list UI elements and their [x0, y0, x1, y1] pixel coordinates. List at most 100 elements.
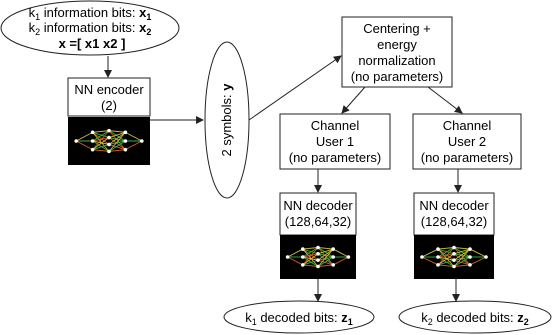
network-edge: [453, 247, 471, 250]
network-edge: [317, 248, 334, 267]
network-edge: [108, 131, 126, 145]
network-edge: [421, 248, 439, 258]
network-node: [123, 147, 128, 152]
network-edge: [75, 131, 93, 142]
network-node: [436, 263, 440, 267]
network-edge: [108, 140, 126, 152]
output-2-label: k2 decoded bits: z2: [421, 310, 529, 327]
arrow-symbols-to-normalization: [248, 55, 342, 121]
symbols-ellipse: 2 symbols: y: [204, 41, 250, 199]
network-node: [436, 255, 440, 259]
network-edge: [421, 256, 439, 266]
normalization-line-1: Centering +: [363, 21, 431, 36]
arrow-normalization-to-channel-2: [427, 86, 463, 114]
network-edge: [92, 144, 110, 151]
channel-1-line-2: User 1: [316, 134, 354, 149]
network-edge: [302, 247, 319, 258]
network-node: [452, 264, 456, 269]
input-ellipse: k1 information bits: x1 k2 information b…: [0, 0, 180, 56]
network-edge: [453, 248, 471, 267]
network-edge: [287, 248, 304, 258]
network-edge: [92, 130, 110, 150]
network-edge: [453, 247, 471, 258]
network-node: [140, 139, 144, 143]
network-edge: [317, 248, 334, 255]
network-node: [90, 139, 95, 143]
decoder-2-network-image: [414, 235, 494, 279]
network-edge: [302, 248, 319, 267]
network-edge: [317, 248, 334, 261]
output-2-ellipse: k2 decoded bits: z2: [398, 300, 552, 334]
network-edge: [317, 247, 334, 258]
network-edge: [302, 256, 319, 261]
network-edge: [317, 256, 334, 261]
network-edge: [437, 248, 455, 267]
network-edge: [92, 149, 110, 152]
network-edge: [437, 247, 455, 258]
network-node: [331, 255, 336, 259]
network-node: [285, 255, 290, 259]
network-edge: [108, 149, 126, 152]
network-node: [452, 258, 456, 262]
network-node: [468, 263, 472, 267]
decoder-1-box: NN decoder (128,64,32): [279, 192, 357, 236]
decoder-1-network-image: [280, 235, 356, 279]
encoder-network-image: [68, 117, 150, 165]
network-edge: [437, 264, 455, 267]
network-edge: [317, 253, 334, 266]
network-edge: [437, 256, 455, 267]
channel-2-box: Channel User 2 (no parameters): [412, 113, 522, 170]
network-node: [301, 247, 305, 251]
network-node: [301, 263, 305, 267]
network-edge: [437, 248, 455, 261]
encoder-box: NN encoder (2): [67, 77, 151, 117]
network-edge: [317, 253, 334, 258]
network-edge: [302, 247, 319, 266]
network-edge: [317, 247, 334, 250]
network-edge: [437, 253, 455, 258]
network-node: [301, 255, 305, 259]
network-edge: [287, 256, 304, 266]
decoder-2-box: NN decoder (128,64,32): [413, 192, 495, 236]
network-edge: [437, 248, 455, 255]
network-edge: [108, 130, 126, 142]
network-node: [346, 255, 351, 259]
decoder-2-title: NN decoder: [419, 198, 489, 213]
network-edge: [437, 247, 455, 250]
network-edge: [302, 253, 319, 266]
channel-1-line-3: (no parameters): [289, 150, 381, 165]
network-edge: [302, 253, 319, 258]
network-edge: [92, 132, 110, 152]
decoder-1-size: (128,64,32): [285, 214, 352, 229]
network-edge: [108, 140, 126, 145]
network-node: [74, 139, 78, 143]
network-edge: [92, 130, 110, 133]
normalization-line-2: energy: [377, 37, 417, 52]
decoder-1-title: NN decoder: [283, 198, 353, 213]
network-node: [107, 135, 111, 140]
network-edge: [302, 256, 319, 267]
network-edge: [92, 140, 110, 145]
channel-1-box: Channel User 1 (no parameters): [279, 113, 391, 170]
network-edge: [317, 256, 334, 267]
network-node: [316, 258, 320, 262]
network-node: [90, 130, 95, 135]
network-edge: [453, 247, 471, 266]
network-edge: [332, 248, 349, 258]
network-edge: [108, 137, 126, 151]
network-edge: [317, 247, 334, 266]
channel-2-line-2: User 2: [448, 134, 486, 149]
network-edge: [453, 248, 471, 255]
network-edge: [108, 130, 126, 133]
network-edge: [302, 248, 319, 255]
output-1-ellipse: k1 decoded bits: z1: [223, 300, 375, 334]
input-line-2: k2 information bits: x2: [29, 20, 152, 37]
encoder-title: NN encoder: [74, 82, 144, 97]
network-node: [420, 255, 424, 259]
encoder-size: (2): [101, 98, 117, 113]
network-edge: [437, 247, 455, 266]
normalization-line-4: (no parameters): [351, 69, 443, 84]
network-edge: [92, 140, 110, 152]
network-edge: [125, 140, 143, 151]
network-node: [107, 149, 111, 154]
